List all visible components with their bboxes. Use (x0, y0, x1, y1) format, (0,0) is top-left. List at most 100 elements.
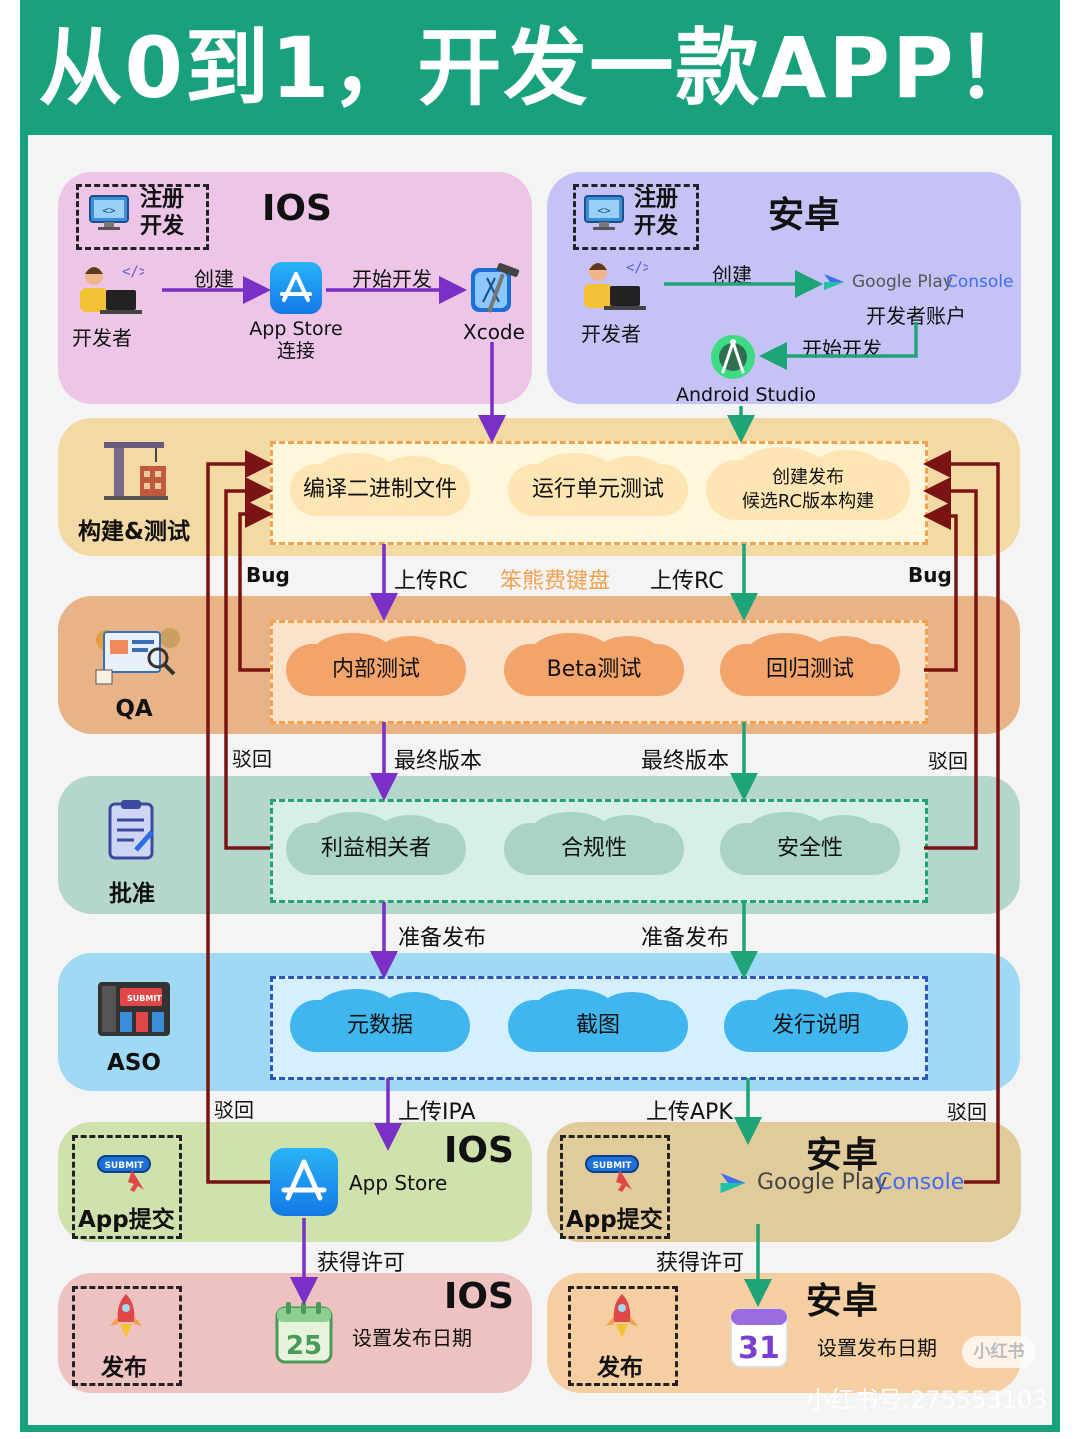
android-studio-label: Android Studio (676, 384, 817, 406)
aso-label: ASO (107, 1050, 161, 1076)
arrow-reject-left-submit (206, 450, 273, 1184)
android-calendar-day: 31 (738, 1331, 780, 1366)
compile-binary-step: 编译二进制文件 (290, 452, 470, 516)
android-developer-label: 开发者 (581, 322, 641, 346)
edge-upload-rc-android: 上传RC (650, 569, 724, 594)
ios-submit-store-label: App Store (349, 1171, 448, 1195)
android-studio-icon (708, 332, 758, 382)
google-play-console-icon (822, 270, 846, 294)
release-notes-text: 发行说明 (771, 1013, 860, 1038)
edge-prepare-ios: 准备发布 (398, 926, 487, 951)
xcode-label: Xcode (463, 320, 525, 344)
edge-upload-ipa: 上传IPA (398, 1100, 476, 1125)
monitor-code-icon: <> (88, 194, 130, 230)
ios-release-date-label: 设置发布日期 (352, 1326, 472, 1350)
svg-text:SUBMIT: SUBMIT (127, 994, 162, 1003)
unit-test-text: 运行单元测试 (531, 477, 664, 502)
screenshots-text: 截图 (575, 1013, 620, 1038)
page-title: 从0到1，开发一款APP！ (38, 19, 1042, 117)
regression-test-text: 回归测试 (765, 657, 854, 682)
edge-final-android: 最终版本 (641, 749, 730, 774)
edge-reject-right-qa: 驳回 (928, 749, 968, 773)
edge-permit-android: 获得许可 (656, 1251, 745, 1276)
ios-release-platform: IOS (444, 1276, 514, 1317)
ios-calendar-day: 25 (286, 1331, 322, 1361)
rc-build-step: 创建发布 候选RC版本构建 (706, 446, 910, 520)
edge-upload-apk: 上传APK (646, 1100, 733, 1125)
edge-bug-left: Bug (246, 563, 290, 587)
edge-reject-right-aso: 驳回 (947, 1100, 987, 1124)
submit-badge-text: SUBMIT (104, 1161, 144, 1171)
rocket-icon (602, 1292, 642, 1342)
ios-submit-label: App提交 (78, 1207, 175, 1233)
security-text: 安全性 (776, 836, 843, 861)
internal-test-text: 内部测试 (331, 657, 420, 682)
beta-test-text: Beta测试 (546, 657, 642, 682)
android-submit-box (560, 1135, 670, 1239)
arrow-reject-left-approve (224, 477, 273, 850)
metadata-text: 元数据 (346, 1013, 413, 1038)
metadata-step: 元数据 (290, 988, 470, 1052)
edge-reject-left-qa: 驳回 (232, 747, 272, 771)
crane-building-icon (100, 436, 170, 502)
svg-text:</>: </> (626, 260, 648, 276)
aso-dashboard-icon: SUBMIT (96, 980, 172, 1038)
app-store-connect-label: App Store 连接 (249, 318, 343, 362)
monitor-code-icon: <> (583, 194, 625, 230)
rocket-icon (106, 1292, 146, 1342)
console-label: Console (877, 1170, 965, 1195)
edge-prepare-android: 准备发布 (641, 926, 730, 951)
arrow-reject-right-submit (923, 450, 1000, 1184)
ios-create-label: 创建 (194, 267, 234, 291)
calendar-icon: 31 (728, 1306, 790, 1370)
arrow-android-start (759, 322, 918, 370)
security-step: 安全性 (720, 811, 900, 875)
svg-text:<>: <> (102, 204, 116, 217)
edge-final-ios: 最终版本 (394, 749, 483, 774)
register-dev-label: 注册 开发 (140, 187, 185, 239)
approve-label: 批准 (109, 881, 155, 907)
xiaohongshu-logo: 小红书 (962, 1336, 1036, 1368)
developer-icon: </> (72, 262, 147, 318)
unit-test-step: 运行单元测试 (508, 452, 688, 516)
svg-text:<>: <> (597, 204, 611, 217)
build-test-label: 构建&测试 (77, 519, 191, 545)
register-dev-box (76, 184, 209, 250)
arrow-bug-left (238, 500, 273, 672)
clipboard-icon (106, 798, 156, 860)
android-release-date-label: 设置发布日期 (817, 1336, 937, 1360)
submit-badge-text: SUBMIT (592, 1161, 632, 1171)
ios-release-label: 发布 (101, 1355, 147, 1381)
svg-text:</>: </> (122, 264, 144, 280)
ios-submit-platform: IOS (444, 1130, 514, 1171)
compliance-text: 合规性 (560, 836, 627, 861)
beta-test-step: Beta测试 (504, 632, 684, 696)
account-watermark: 小红书号:275553103 (806, 1386, 1048, 1414)
register-dev-label-android: 注册 开发 (634, 187, 679, 239)
internal-test-step: 内部测试 (286, 632, 466, 696)
ios-release-box (72, 1286, 182, 1386)
stakeholders-step: 利益相关者 (286, 811, 466, 875)
calendar-icon: 25 (274, 1300, 334, 1366)
android-release-platform: 安卓 (806, 1281, 879, 1322)
edge-upload-rc-ios: 上传RC (394, 569, 468, 594)
arrow-reject-right-approve (923, 477, 978, 850)
google-play-console-icon (718, 1168, 748, 1198)
qa-analytics-icon (92, 622, 184, 686)
xcode-icon (467, 262, 521, 316)
compliance-step: 合规性 (504, 811, 684, 875)
edge-reject-left-aso: 驳回 (214, 1098, 254, 1122)
google-play-label: Google Play (757, 1170, 888, 1195)
release-notes-step: 发行说明 (724, 988, 908, 1052)
app-store-icon (270, 1148, 338, 1216)
submit-click-icon: SUBMIT (584, 1148, 644, 1194)
android-submit-platform: 安卓 (806, 1135, 879, 1176)
developer-icon: </> (576, 258, 651, 314)
submit-click-icon: SUBMIT (96, 1148, 156, 1194)
edge-watermark-mid: 笨熊费键盘 (500, 569, 611, 594)
qa-label: QA (115, 696, 153, 722)
edge-permit-ios: 获得许可 (317, 1251, 406, 1276)
stakeholders-text: 利益相关者 (320, 836, 431, 861)
screenshots-step: 截图 (508, 988, 688, 1052)
